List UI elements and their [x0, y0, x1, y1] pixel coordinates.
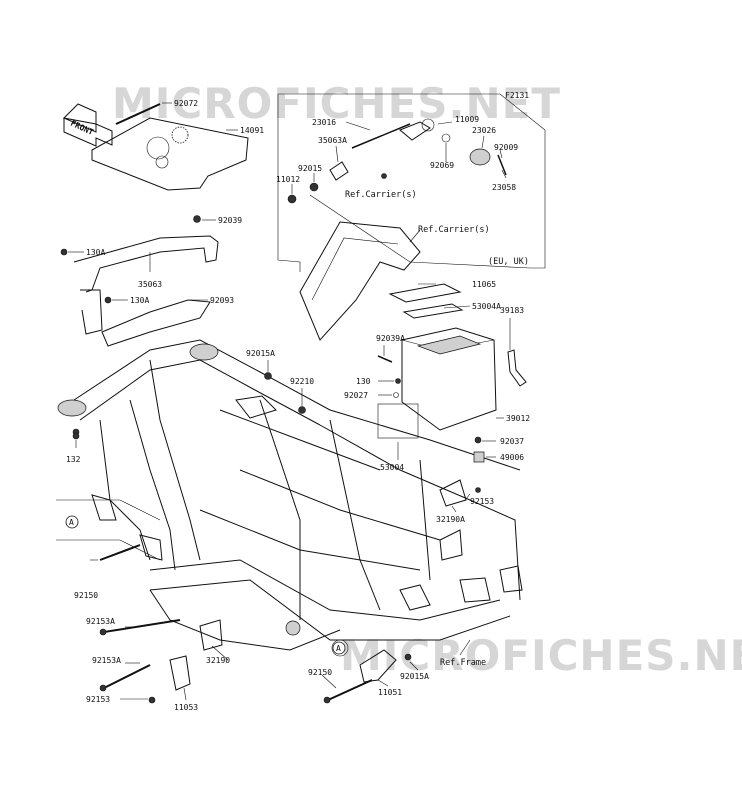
svg-text:A: A [336, 644, 341, 653]
part-label: 92039A [376, 334, 405, 343]
part-label: 92009 [494, 143, 518, 152]
part-label: 92015 [298, 164, 322, 173]
carrier-module-part [287, 118, 507, 341]
part-label: 35063A [318, 136, 347, 145]
main-frame-part [57, 339, 523, 651]
part-label: 53004A [472, 302, 501, 311]
left-bracket-part [56, 428, 163, 561]
part-label: 92027 [344, 391, 368, 400]
callout-a-left: A [65, 515, 79, 529]
part-label: 32190A [436, 515, 465, 524]
ref-carrier-label-1: Ref.Carrier(s) [345, 190, 417, 200]
part-label: 11009 [455, 115, 479, 124]
part-label: 92039 [218, 216, 242, 225]
front-arrow-icon: FRONT [62, 103, 113, 147]
ref-carrier-label-2: Ref.Carrier(s) [418, 225, 490, 235]
part-label: 92037 [500, 437, 524, 446]
tool-box-part [377, 283, 527, 507]
skid-plate-part [91, 117, 249, 191]
part-label: 11053 [174, 703, 198, 712]
part-label: 130A [86, 248, 105, 257]
part-label: 11051 [378, 688, 402, 697]
part-labels: 92072 14091 92039 130A 35063 130A 92093 … [66, 99, 530, 712]
part-label: 11065 [472, 280, 496, 289]
part-label: 92015A [246, 349, 275, 358]
svg-text:A: A [69, 518, 74, 527]
ref-frame-label: Ref.Frame [440, 658, 486, 668]
part-label: 92069 [430, 161, 454, 170]
part-label: 92210 [290, 377, 314, 386]
part-label: 132 [66, 455, 81, 464]
leader-lines [68, 102, 511, 701]
pad-92093-part [101, 299, 211, 347]
part-label: 92153A [86, 617, 115, 626]
watermark-top: MICROFICHES.NET [112, 79, 561, 128]
part-label: 92150 [308, 668, 332, 677]
region-note: (EU, UK) [488, 257, 529, 267]
part-label: 92153 [86, 695, 110, 704]
part-label: 92015A [400, 672, 429, 681]
part-label: 49006 [500, 453, 524, 462]
part-label: 14091 [240, 126, 264, 135]
part-label: 23058 [492, 183, 516, 192]
bracket-11051-part [323, 639, 412, 704]
part-label: 92093 [210, 296, 234, 305]
part-label: 130 [356, 377, 371, 386]
part-label: 92153 [470, 497, 494, 506]
callout-a-bottom: A [332, 641, 346, 655]
part-label: 39183 [500, 306, 524, 315]
part-label: 39012 [506, 414, 530, 423]
part-label: 92072 [174, 99, 198, 108]
lower-bolts-part [99, 619, 223, 704]
part-label: 23016 [312, 118, 336, 127]
part-label: 35063 [138, 280, 162, 289]
part-label: 23026 [472, 126, 496, 135]
inset-box [277, 93, 546, 272]
part-label: 53004 [380, 463, 404, 472]
part-label: 11012 [276, 175, 300, 184]
part-label: 92150 [74, 591, 98, 600]
part-label: 130A [130, 296, 149, 305]
figure-code: F2131 [505, 91, 529, 100]
bracket-35063-part [60, 235, 219, 335]
part-label: 92153A [92, 656, 121, 665]
part-label: 32190 [206, 656, 230, 665]
